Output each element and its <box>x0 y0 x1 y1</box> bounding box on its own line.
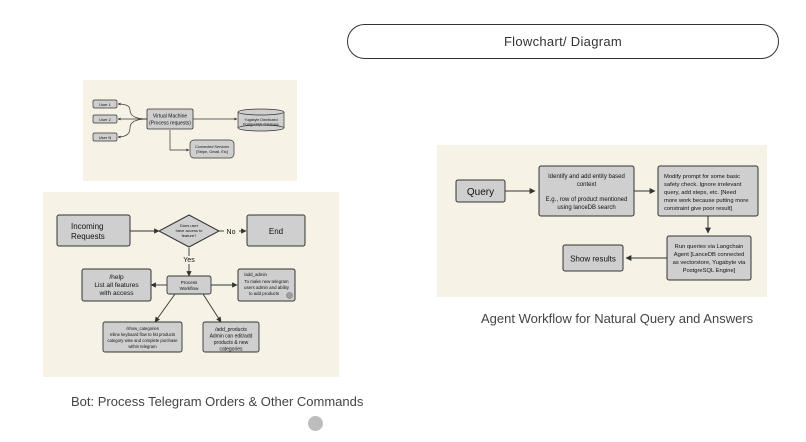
vm-line-2: (Process requests) <box>149 121 191 127</box>
add-products-line-4: categories <box>219 347 243 353</box>
show-results-node: Show results <box>562 244 624 272</box>
add-products-line-3: products & new <box>214 340 249 346</box>
add-admin-line-1: /add_admin <box>244 272 268 277</box>
access-decision-node: Does user have access to feature? <box>157 214 221 248</box>
end-node: End <box>246 214 306 247</box>
identify-line-5: using lanceDB search <box>557 205 615 211</box>
agent-edges <box>505 188 711 261</box>
end-label: End <box>269 227 283 236</box>
process-line-1: Process <box>181 280 198 285</box>
help-node: /help List all features with access <box>81 268 152 302</box>
agent-diagram: Query Identify and add entity based cont… <box>455 165 759 281</box>
add-admin-line-4: to add products <box>249 291 280 296</box>
header-pill: Flowchart/ Diagram <box>347 24 779 59</box>
presenter-cursor-icon <box>308 416 323 431</box>
user-1-label: User 1 <box>99 102 112 107</box>
modify-line-4: more work because putting more <box>664 198 748 204</box>
user-n-node: User N <box>92 132 118 142</box>
infra-diagram: User 1 User 2 User N Virtual Machine (Pr… <box>92 99 285 159</box>
agent-caption: Agent Workflow for Natural Query and Ans… <box>481 311 754 326</box>
decision-line-2: have access to <box>176 228 203 233</box>
identify-line-2: context <box>577 182 597 188</box>
modify-line-3: query, add steps, etc. [Need <box>664 190 736 196</box>
identify-entity-node: Identify and add entity based context E.… <box>538 165 635 217</box>
database-node: Yugabyte Distributed PostgreSQL Database <box>237 108 285 132</box>
header-title: Flowchart/ Diagram <box>503 34 623 49</box>
add-admin-node: /add_admin To make new telegram users ad… <box>237 268 296 302</box>
identify-line-4: E.g., row of product mentioned <box>546 197 628 203</box>
show-results-label: Show results <box>570 255 616 264</box>
services-line-1: Connected Services <box>195 145 229 149</box>
help-line-3: with access <box>98 290 134 297</box>
modify-line-2: safety check. Ignore irrelevant <box>664 182 742 188</box>
db-line-2: PostgreSQL Database <box>243 123 279 127</box>
add-products-line-1: /add_products <box>215 327 247 333</box>
run-line-1: Run queries via Langchain <box>675 244 744 250</box>
process-line-2: Workflow <box>180 286 199 291</box>
add-admin-line-2: To make new telegram <box>244 279 289 284</box>
user-n-label: User N <box>99 135 112 140</box>
user-1-node: User 1 <box>92 99 118 109</box>
yes-label: Yes <box>183 257 195 264</box>
show-categories-line-4: within telegram <box>128 344 157 349</box>
bot-caption: Bot: Process Telegram Orders & Other Com… <box>71 394 364 409</box>
bot-diagram: Incoming Requests Does user have access … <box>56 214 306 353</box>
modify-line-5: constraint give poor result] <box>664 206 732 212</box>
services-node: Connected Services [Stripe, Gmail, Etc] <box>189 139 235 159</box>
decision-line-1: Does user <box>180 223 199 228</box>
incoming-requests-node: Incoming Requests <box>56 214 131 247</box>
bot-edges <box>130 228 247 323</box>
db-line-1: Yugabyte Distributed <box>244 118 277 122</box>
modify-line-1: Modify prompt for some basic <box>664 174 740 180</box>
vm-line-1: Virtual Machine <box>153 114 188 120</box>
run-line-2: Agent [LanceDB connected <box>674 252 745 258</box>
services-line-2: [Stripe, Gmail, Etc] <box>196 150 228 154</box>
show-categories-node: /show_categories Inline keyboard flow to… <box>102 321 183 353</box>
cursor-dot-icon <box>286 292 293 299</box>
user-2-label: User 2 <box>99 117 112 122</box>
identify-line-1: Identify and add entity based <box>548 174 625 180</box>
user-2-node: User 2 <box>92 114 118 124</box>
add-admin-line-3: users admin and ability <box>244 285 290 290</box>
query-node: Query <box>455 179 506 203</box>
modify-prompt-node: Modify prompt for some basic safety chec… <box>657 165 759 217</box>
add-products-line-2: Admin can edit/add <box>210 334 253 340</box>
run-line-4: PostgreSQL Engine] <box>683 268 736 274</box>
show-categories-line-2: Inline keyboard flow to list products <box>110 332 175 337</box>
infra-edges <box>117 102 238 152</box>
query-label: Query <box>467 187 494 198</box>
incoming-line-1: Incoming <box>71 222 103 231</box>
show-categories-line-1: /show_categories <box>126 326 159 331</box>
no-label: No <box>227 229 236 236</box>
run-queries-node: Run queries via Langchain Agent [LanceDB… <box>666 235 752 281</box>
add-products-node: /add_products Admin can edit/add product… <box>202 321 260 353</box>
incoming-line-2: Requests <box>71 232 105 241</box>
decision-line-3: feature? <box>182 233 197 238</box>
process-workflow-node: Process Workflow <box>166 275 212 295</box>
vm-node: Virtual Machine (Process requests) <box>146 108 194 130</box>
run-line-3: as vectorstore, Yugabyte via <box>673 260 746 266</box>
help-line-1: /help <box>109 274 124 281</box>
show-categories-line-3: category wise and complete purchase <box>107 338 178 343</box>
help-line-2: List all features <box>94 282 139 289</box>
